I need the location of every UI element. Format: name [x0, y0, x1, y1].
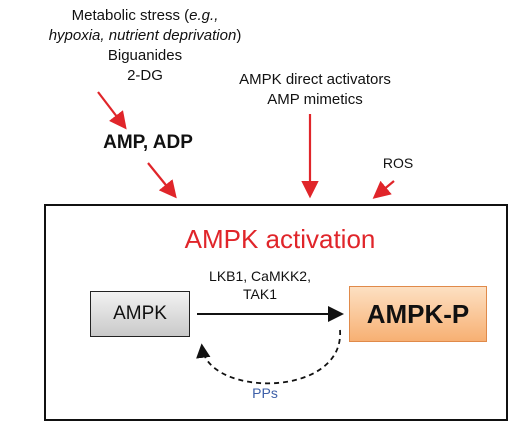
pps-label: PPs	[252, 385, 278, 401]
direct-activators-label: AMPK direct activators AMP mimetics	[210, 70, 420, 110]
two-dg-label: 2-DG	[127, 67, 163, 84]
ampk-box: AMPK	[90, 291, 190, 337]
stress-to-amp-arrow	[97, 91, 127, 130]
metabolic-stress-label: Metabolic stress (e.g., hypoxia, nutrien…	[40, 6, 250, 86]
ros-to-activation-arrow	[372, 180, 395, 199]
ros-label: ROS	[382, 155, 414, 171]
amp-adp-label: AMP, ADP	[103, 132, 193, 153]
amp-mimetics-label: AMP mimetics	[267, 91, 363, 108]
kinases-label: LKB1, CaMKK2, TAK1	[209, 268, 311, 302]
dephosphorylation-arrow	[196, 329, 341, 385]
ampk-p-label: AMPK-P	[366, 298, 470, 329]
activation-title: AMPK activation	[184, 224, 376, 254]
amp-to-activation-arrow	[147, 162, 177, 199]
activation-frame	[44, 204, 508, 421]
biguanides-label: Biguanides	[107, 47, 183, 64]
ampk-label: AMPK	[113, 303, 167, 324]
ampk-p-box: AMPK-P	[349, 286, 487, 342]
